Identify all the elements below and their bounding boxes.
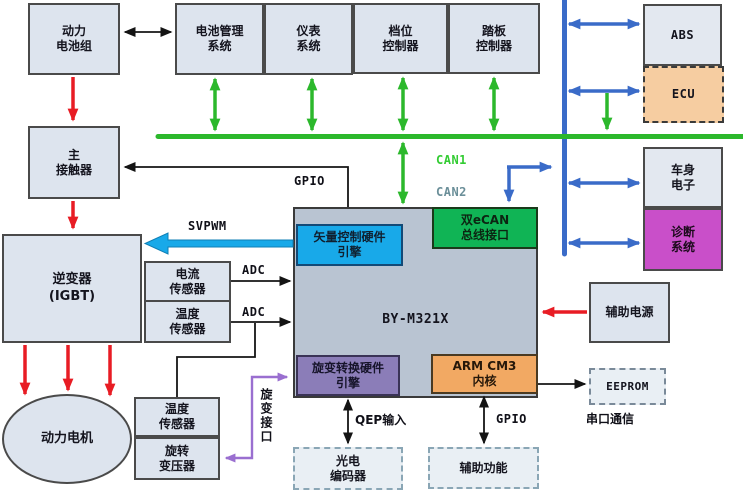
chip-ecan-interface: 双eCAN 总线接口 [432, 207, 538, 249]
block-abs: ABS [643, 4, 722, 66]
arrow-svpwm [143, 232, 294, 255]
label-gpio-bottom: GPIO [496, 412, 527, 426]
line-resolver-interface [224, 372, 289, 463]
chip-arm-core: ARM CM3 内核 [431, 354, 538, 394]
block-photo-encoder: 光电 编码器 [293, 447, 403, 490]
label-serial-comm: 串口通信 [586, 412, 635, 426]
label-adc-current: ADC [242, 263, 266, 277]
label-can2: CAN2 [436, 185, 467, 199]
block-ecu: ECU [643, 66, 724, 123]
label-resolver-interface: 旋变接口 [259, 388, 273, 444]
block-current-sensor: 电流 传感器 [144, 261, 231, 302]
block-main-contactor: 主 接触器 [28, 126, 120, 199]
block-temp-sensor-motor: 温度 传感器 [134, 397, 220, 437]
block-instrument: 仪表 系统 [264, 3, 353, 75]
block-motor: 动力电机 [2, 394, 132, 484]
block-body-electronics: 车身 电子 [643, 147, 723, 208]
block-pedal-controller: 踏板 控制器 [448, 3, 540, 74]
block-gear-controller: 档位 控制器 [353, 3, 448, 74]
block-diagnostic-system: 诊断 系统 [643, 208, 723, 271]
block-temp-sensor-inverter: 温度 传感器 [144, 300, 231, 343]
chip-name: BY-M321X [382, 312, 449, 327]
chip-vector-engine: 矢量控制硬件 引擎 [296, 224, 403, 266]
block-bms: 电池管理 系统 [175, 3, 264, 75]
chip-resolver-engine: 旋变转换硬件 引擎 [296, 355, 400, 396]
label-qep-input: QEP输入 [355, 413, 407, 427]
block-resolver: 旋转 变压器 [134, 437, 220, 480]
block-battery-pack: 动力 电池组 [28, 3, 120, 75]
block-aux-function: 辅助功能 [428, 447, 539, 489]
block-inverter: 逆变器 (IGBT) [2, 234, 142, 343]
label-adc-temp: ADC [242, 305, 266, 319]
label-can1: CAN1 [436, 153, 467, 167]
label-svpwm: SVPWM [188, 219, 227, 233]
label-gpio-top: GPIO [294, 174, 325, 188]
block-eeprom: EEPROM [589, 368, 666, 405]
block-aux-power: 辅助电源 [589, 282, 670, 343]
